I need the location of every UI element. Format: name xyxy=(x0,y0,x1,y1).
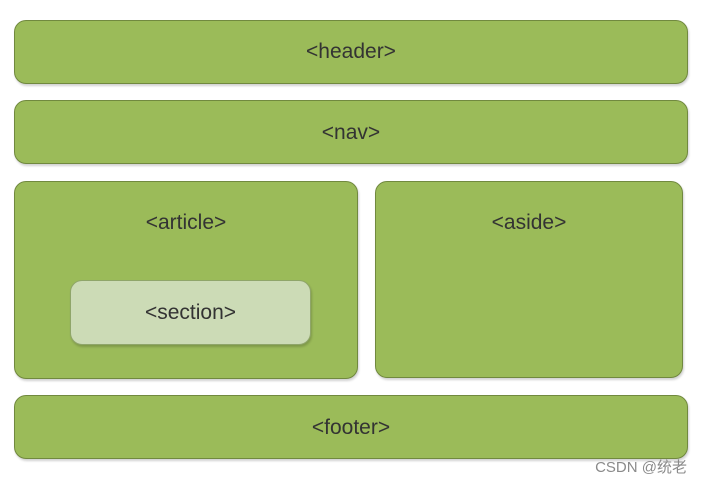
section-block: <section> xyxy=(70,280,311,345)
aside-block: <aside> xyxy=(375,181,683,378)
csdn-watermark: CSDN @统老 xyxy=(595,459,687,476)
nav-block: <nav> xyxy=(14,100,688,164)
section-label: <section> xyxy=(144,301,237,324)
article-block: <article> <section> xyxy=(14,181,358,379)
footer-label: <footer> xyxy=(311,416,391,439)
nav-label: <nav> xyxy=(321,121,381,144)
aside-label: <aside> xyxy=(491,211,567,234)
header-block: <header> xyxy=(14,20,688,84)
header-label: <header> xyxy=(306,40,396,63)
article-label: <article> xyxy=(145,211,227,234)
footer-block: <footer> xyxy=(14,395,688,459)
